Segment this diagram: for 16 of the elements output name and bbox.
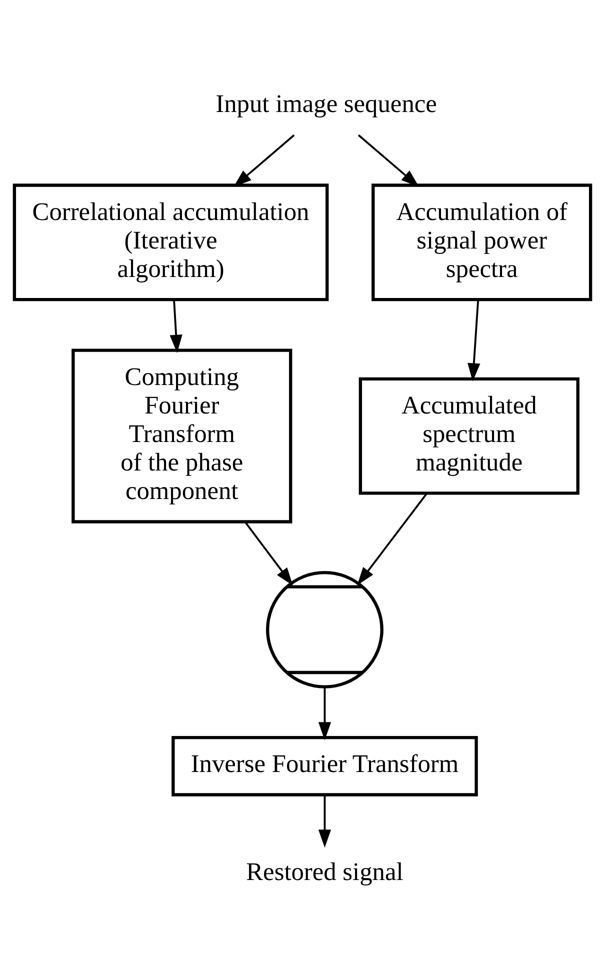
arrow [234,134,295,188]
node-box: Inverse Fourier Transform [172,736,478,796]
node-circle [266,570,384,688]
arrow [318,795,332,848]
arrow [318,687,332,740]
node-box: Correlational accumulation (Iterative algorithm) [12,184,329,302]
arrow [244,522,293,586]
arrow [468,300,480,382]
node-box: Accumulation of signal power spectra [372,184,592,302]
node-text: Input image sequence [216,90,437,118]
arrow [357,492,428,586]
node-box: Accumulated spectrum magnitude [358,377,580,495]
node-box: Computing Fourier Transform of the phase component [72,348,292,524]
arrow [170,300,182,353]
arrow [358,134,420,188]
node-text: Restored signal [246,858,404,886]
